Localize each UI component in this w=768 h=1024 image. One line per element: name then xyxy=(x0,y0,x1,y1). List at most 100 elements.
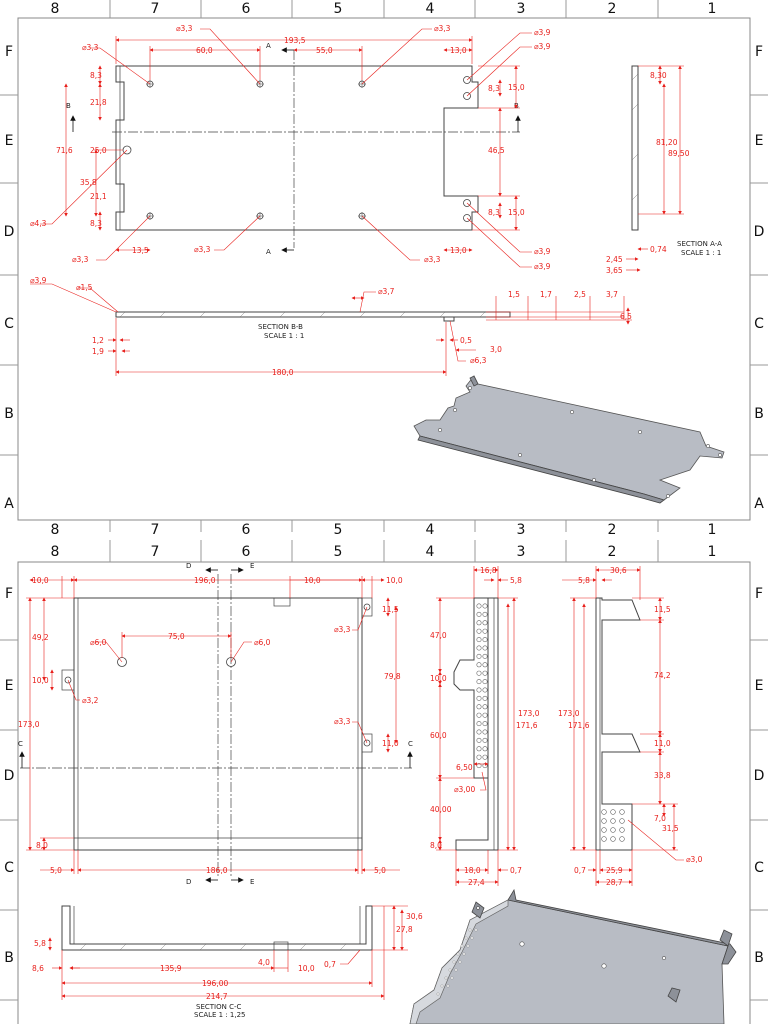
dim-label: ⌀3,7 xyxy=(378,287,395,296)
perforation-hole xyxy=(482,628,488,634)
perforation-hole xyxy=(482,611,488,617)
dim-label: 5,8 xyxy=(34,939,46,948)
zone-row: B xyxy=(754,950,764,966)
dim-label: 3,65 xyxy=(606,266,623,275)
dim-label: 1,2 xyxy=(92,336,104,345)
dim-label: 27,8 xyxy=(396,925,413,934)
dim-label: 135,9 xyxy=(160,964,182,973)
sheet-1-row-labels: F E D C B A F E D C B A xyxy=(4,44,765,512)
section-scale: SCALE 1 : 1 xyxy=(264,332,304,340)
perforation-hole xyxy=(482,721,488,727)
dim-label: ⌀3,2 xyxy=(82,696,99,705)
perforation-hole xyxy=(476,637,482,643)
dim-label: 10,0 xyxy=(304,576,321,585)
zone-col: 1 xyxy=(708,1,717,17)
zone-col: 2 xyxy=(608,1,617,17)
perforation-hole xyxy=(482,653,488,659)
dim-label: 0,7 xyxy=(324,960,336,969)
dim-label: ⌀1,5 xyxy=(76,283,93,292)
perforation-hole xyxy=(476,628,482,634)
tray-right-view: 5,8 30,6 11,5 74,2 11,0 33,8 7,0 31,5 ⌀3… xyxy=(558,566,703,887)
dim-label: 3,7 xyxy=(606,290,618,299)
perforation-hole xyxy=(476,737,482,743)
perforation-hole xyxy=(476,729,482,735)
dim-label: 2,45 xyxy=(606,255,623,264)
dim-label: 13,0 xyxy=(450,246,467,255)
dim-label: ⌀3,3 xyxy=(194,245,211,254)
perforation-hole xyxy=(482,603,488,609)
isometric-view-2 xyxy=(409,888,737,1024)
dim-label: 5,0 xyxy=(50,866,62,875)
dim-label: 10,0 xyxy=(386,576,403,585)
zone-col: 6 xyxy=(242,544,251,560)
dim-label: 27,4 xyxy=(468,878,485,887)
top-view-dimensions: 193,5 60,0 55,0 13,0 ⌀3,3 ⌀3,3 ⌀3,3 ⌀3,9… xyxy=(30,24,551,271)
dim-label: ⌀3,3 xyxy=(424,255,441,264)
perforation-hole xyxy=(476,603,482,609)
zone-col: 2 xyxy=(608,522,617,538)
perforation-hole xyxy=(482,754,488,760)
zone-col: 4 xyxy=(426,522,435,538)
dim-label: 173,0 xyxy=(558,709,580,718)
dim-label: ⌀3,9 xyxy=(534,42,551,51)
zone-col: 6 xyxy=(242,522,251,538)
dim-label: 16,8 xyxy=(480,566,497,575)
perforation-hole xyxy=(619,827,625,833)
zone-col: 5 xyxy=(334,544,343,560)
top-view-part: A A B B xyxy=(66,42,521,256)
zone-col: 5 xyxy=(334,1,343,17)
zone-row: E xyxy=(5,678,14,694)
dim-label: 214,7 xyxy=(206,992,228,1001)
dim-label: 11,0 xyxy=(654,739,671,748)
perforation-hole xyxy=(476,611,482,617)
zone-row: F xyxy=(5,44,13,60)
section-title: SECTION C-C xyxy=(196,1003,241,1011)
dim-label: ⌀3,3 xyxy=(82,43,99,52)
section-scale: SCALE 1 : 1 xyxy=(681,249,721,257)
perforation-hole xyxy=(482,729,488,735)
perforation-hole xyxy=(482,695,488,701)
dim-label: 13,0 xyxy=(450,46,467,55)
dim-label: 5,8 xyxy=(510,576,522,585)
perforation-hole xyxy=(476,721,482,727)
perforation-hole xyxy=(476,695,482,701)
sheet-1-bottom-zone-labels: 8 7 6 5 4 3 2 1 xyxy=(51,522,717,538)
dim-label: 8,3 xyxy=(90,219,102,228)
section-label: A xyxy=(266,42,271,50)
dim-label: 196,00 xyxy=(202,979,228,988)
section-b-b-view: SECTION B-B SCALE 1 : 1 ⌀3,9 ⌀1,5 ⌀3,7 1… xyxy=(30,276,632,377)
zone-col: 7 xyxy=(151,544,160,560)
zone-col: 1 xyxy=(708,522,717,538)
section-label: E xyxy=(250,878,254,886)
dim-label: 74,2 xyxy=(654,671,671,680)
dim-label: ⌀3,0 xyxy=(686,855,703,864)
zone-col: 3 xyxy=(517,1,526,17)
dim-label: 8,6 xyxy=(32,964,44,973)
perforation-hole xyxy=(619,836,625,842)
zone-col: 1 xyxy=(708,544,717,560)
section-c-c-view: 30,6 27,8 5,8 8,6 135,9 4,0 10,0 0,7 196… xyxy=(32,905,423,1019)
dim-label: 15,0 xyxy=(508,83,525,92)
perforation-hole xyxy=(482,637,488,643)
perforation-hole xyxy=(476,653,482,659)
dim-label: 81,20 xyxy=(656,138,678,147)
dim-label: 33,8 xyxy=(654,771,671,780)
zone-col: 5 xyxy=(334,522,343,538)
zone-col: 2 xyxy=(608,544,617,560)
perforation-hole xyxy=(476,704,482,710)
perforation-hole xyxy=(482,704,488,710)
dim-label: 8,3 xyxy=(90,71,102,80)
dim-label: 6,50 xyxy=(456,763,473,772)
dim-label: 55,0 xyxy=(316,46,333,55)
dim-label: 10,0 xyxy=(430,674,447,683)
zone-row: A xyxy=(754,496,764,512)
dim-label: ⌀3,00 xyxy=(454,785,475,794)
perforation-hole xyxy=(601,827,607,833)
dim-label: 30,6 xyxy=(406,912,423,921)
dim-label: 196,0 xyxy=(194,576,216,585)
dim-label: 173,0 xyxy=(18,720,40,729)
dim-label: 71,6 xyxy=(56,146,73,155)
dim-label: 4,0 xyxy=(258,958,270,967)
perforation-hole xyxy=(601,809,607,815)
zone-row: D xyxy=(4,224,15,240)
